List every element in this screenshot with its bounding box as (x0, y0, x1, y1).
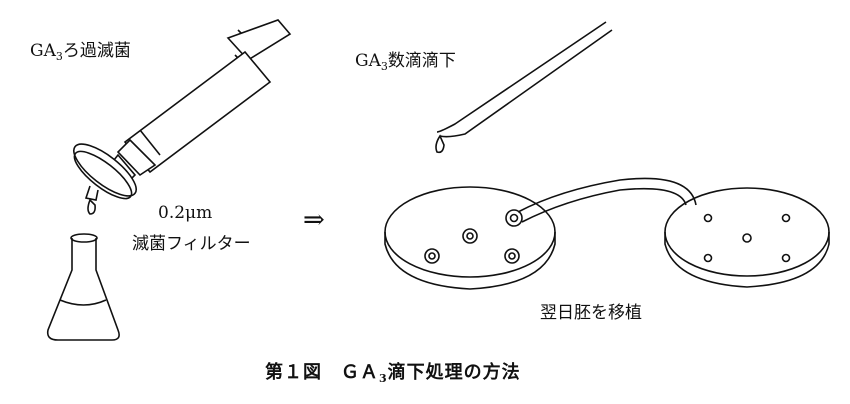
pipette-icon (435, 21, 613, 154)
filter-sterilize-label: GA3ろ過滅菌 (30, 36, 131, 63)
transfer-path (517, 177, 697, 213)
filter-size-label: 0.2μm (158, 203, 213, 223)
drop-label: GA3数滴滴下 (355, 46, 456, 73)
label-text: GA (30, 41, 56, 61)
filter-name-label: 滅菌フィルター (132, 234, 251, 254)
arrow-icon: ⇒ (303, 205, 325, 235)
subscript: 3 (380, 60, 388, 73)
subscript: 3 (55, 50, 63, 63)
label-text: ろ過滅菌 (62, 41, 131, 61)
transfer-label: 翌日胚を移植 (540, 303, 642, 323)
figure-caption: 第１図 ＧＡ3滴下処理の方法 (265, 358, 521, 385)
caption-number: 第１図 (265, 362, 322, 383)
petri-dish-left (384, 186, 556, 290)
caption-subscript: 3 (379, 372, 388, 385)
label-text: GA (355, 51, 381, 71)
syringe-icon (108, 19, 292, 187)
caption-text: ＧＡ (341, 362, 379, 383)
transfer-path-inner (521, 187, 687, 223)
filter-icon (73, 143, 137, 215)
label-text: 数滴滴下 (387, 51, 456, 71)
caption-text: 滴下処理の方法 (387, 362, 521, 383)
flask-icon (46, 233, 120, 341)
petri-dish-right (664, 187, 830, 288)
